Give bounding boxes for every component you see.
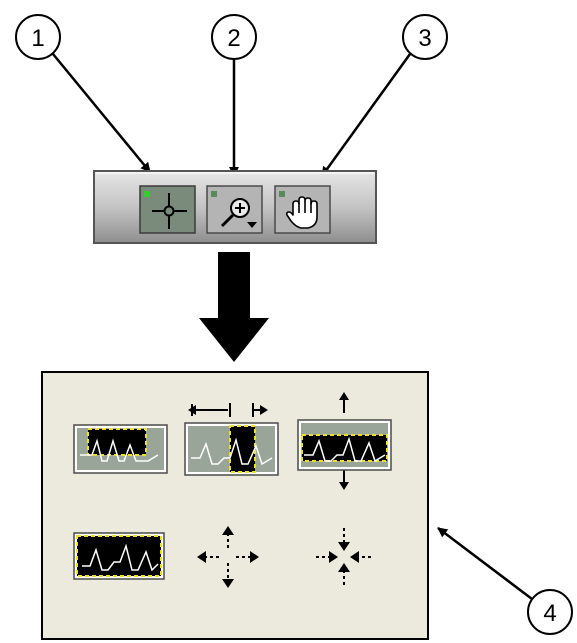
zoom-x-rectangle-icon xyxy=(191,437,273,466)
pan-tool-button[interactable] xyxy=(274,185,331,234)
graph-tools-toolbar xyxy=(93,170,377,244)
zoom-tool-led xyxy=(211,191,217,197)
cursor-tool-button[interactable] xyxy=(139,185,196,234)
callout-1-number: 1 xyxy=(31,25,44,52)
callout-3-number: 3 xyxy=(418,25,431,52)
zoom-out-about-point-option[interactable] xyxy=(316,528,372,586)
callout-1-leader xyxy=(52,53,151,173)
zoom-x-rectangle-option[interactable] xyxy=(184,403,279,476)
callout-1: 1 xyxy=(15,14,61,60)
pan-tool-led xyxy=(279,191,285,197)
cursor-tool-led xyxy=(144,191,150,197)
callout-3-leader xyxy=(320,53,412,177)
callout-4: 4 xyxy=(527,589,573,635)
zoom-options-palette xyxy=(41,371,429,640)
callout-4-number: 4 xyxy=(543,600,556,627)
hand-icon xyxy=(285,196,318,229)
callout-3: 3 xyxy=(402,14,448,60)
zoom-rectangle-icon xyxy=(80,438,159,462)
zoom-in-point-icon xyxy=(204,533,252,580)
magnifier-zoom-icon xyxy=(220,198,250,228)
crosshair-icon xyxy=(152,193,187,229)
zoom-rectangle-option[interactable] xyxy=(73,424,168,474)
callout-2: 2 xyxy=(211,14,257,60)
zoom-to-fit-icon xyxy=(82,543,159,572)
callout-2-number: 2 xyxy=(227,25,240,52)
zoom-y-rectangle-icon xyxy=(304,436,386,463)
zoom-y-rectangle-option[interactable] xyxy=(297,392,392,490)
zoom-in-about-point-option[interactable] xyxy=(197,526,259,588)
zoom-to-fit-option[interactable] xyxy=(73,532,165,580)
chevron-down-icon[interactable] xyxy=(247,222,257,228)
expand-arrow xyxy=(199,252,269,362)
zoom-tool-button[interactable] xyxy=(206,185,263,234)
callout-4-leader xyxy=(437,527,533,600)
